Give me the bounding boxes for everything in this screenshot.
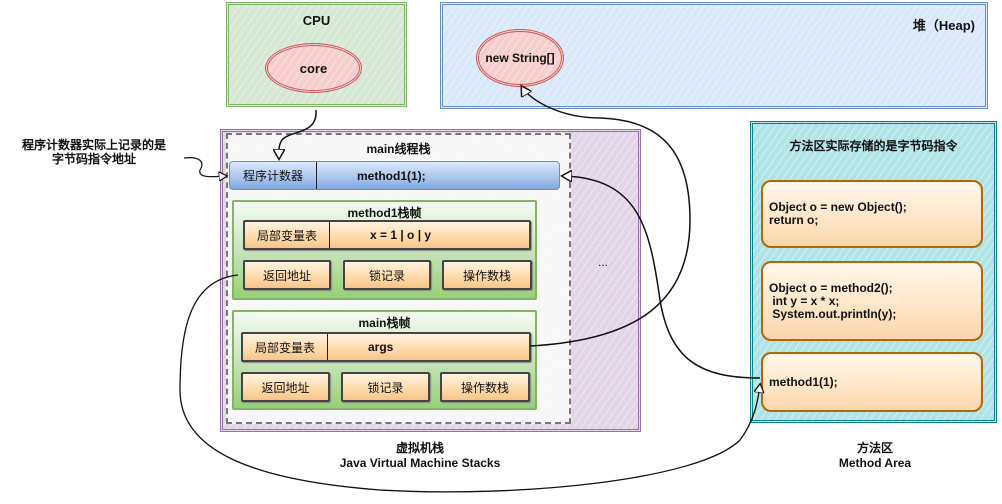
note-line-1: 程序计数器实际上记录的是: [21, 138, 166, 152]
local-variable-label: 局部变量表: [243, 334, 328, 360]
bytecode-block-main: method1(1);: [761, 352, 983, 412]
program-counter-value: method1(1);: [357, 168, 426, 183]
more-threads-ellipsis: ...: [598, 255, 609, 269]
local-variable-label: 局部变量表: [245, 222, 330, 248]
bytecode-block-method2: Object o = new Object(); return o;: [761, 180, 983, 248]
code-line: Object o = new Object();: [769, 200, 907, 214]
cpu-core: core: [265, 43, 362, 93]
code-line: return o;: [769, 213, 819, 227]
cpu-title: CPU: [302, 13, 331, 28]
operand-stack: 操作数栈: [442, 260, 532, 290]
program-counter-label: 程序计数器: [230, 162, 317, 189]
local-variable-value: x = 1 | o | y: [370, 228, 432, 242]
method-area-caption: 方法区 Method Area: [800, 441, 950, 471]
caption-cn: 虚拟机栈: [395, 441, 444, 455]
stack-frame-main: main栈帧 局部变量表 args 返回地址 锁记录 操作数栈: [232, 310, 537, 410]
code-line: method1(1);: [769, 374, 838, 389]
code-line: Object o = method2();: [769, 280, 893, 295]
caption-en: Method Area: [838, 456, 912, 470]
bytecode-block-method1: Object o = method2(); int y = x * x; Sys…: [761, 261, 983, 341]
code-line: int y = x * x;: [769, 293, 840, 308]
method-area-box: 方法区实际存储的是字节码指令 Object o = new Object(); …: [750, 121, 997, 423]
local-variable-table: 局部变量表 x = 1 | o | y: [243, 220, 531, 250]
caption-cn: 方法区: [856, 441, 893, 455]
local-variable-table: 局部变量表 args: [241, 332, 531, 362]
heap-object-new-string: new String[]: [476, 29, 564, 87]
program-counter-note: 程序计数器实际上记录的是 字节码指令地址: [4, 138, 184, 166]
code-line: System.out.println(y);: [769, 306, 897, 321]
heap-box: 堆（Heap) new String[]: [440, 2, 988, 109]
caption-en: Java Virtual Machine Stacks: [339, 456, 501, 470]
frame-title: method1栈帧: [347, 206, 422, 220]
thread-stack-title: main线程栈: [366, 142, 431, 156]
jvm-stacks-caption: 虚拟机栈 Java Virtual Machine Stacks: [300, 441, 540, 471]
frame-title: main栈帧: [358, 316, 411, 330]
method-area-title: 方法区实际存储的是字节码指令: [789, 139, 958, 153]
stack-frame-method1: method1栈帧 局部变量表 x = 1 | o | y 返回地址 锁记录 操…: [232, 200, 537, 300]
lock-record: 锁记录: [343, 260, 431, 290]
heap-title: 堆（Heap): [912, 18, 975, 33]
cpu-box: CPU core: [226, 2, 407, 107]
operand-stack: 操作数栈: [440, 372, 530, 402]
lock-record: 锁记录: [341, 372, 430, 402]
program-counter: 程序计数器 method1(1);: [229, 161, 560, 190]
local-variable-value: args: [368, 340, 394, 354]
return-address: 返回地址: [241, 372, 330, 402]
note-line-2: 字节码指令地址: [51, 152, 136, 166]
return-address: 返回地址: [243, 260, 331, 290]
